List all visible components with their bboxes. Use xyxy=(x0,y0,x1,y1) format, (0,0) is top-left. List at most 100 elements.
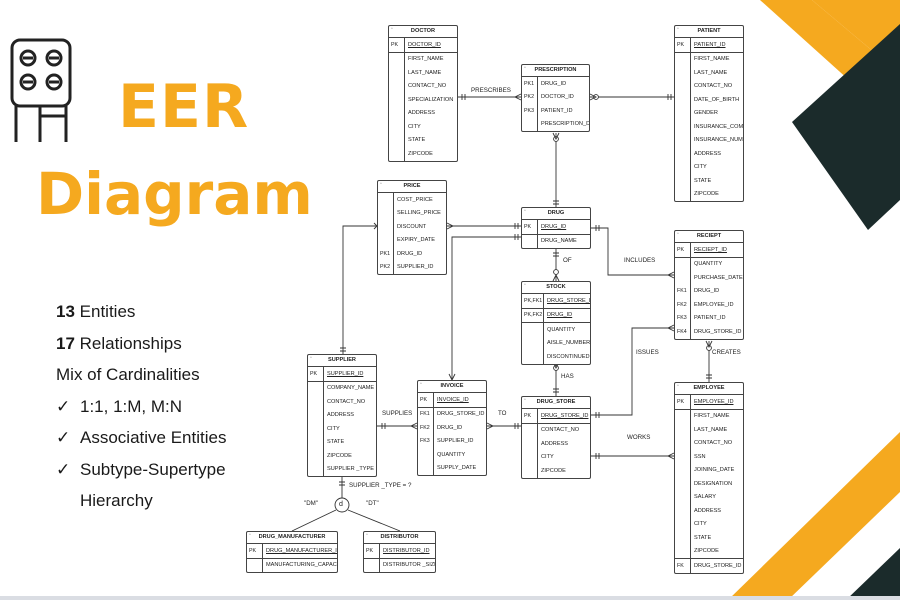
title-line-eer: EER xyxy=(118,72,250,142)
attribute-name: CITY xyxy=(690,517,743,531)
attribute-name: DESIGNATION xyxy=(690,477,743,491)
entity-marker-icon: ▫ xyxy=(524,282,526,288)
attribute-name: DRUG_ID xyxy=(543,308,590,322)
entity-marker-icon: ▫ xyxy=(677,383,679,389)
entity-attribute-row: QUANTITY xyxy=(418,448,486,462)
attribute-name: DRUG_ID xyxy=(537,220,590,234)
entity-attribute-row: CITY xyxy=(675,160,743,174)
rel-of: OF xyxy=(563,257,572,264)
attribute-key: FK4 xyxy=(677,328,687,335)
entity-title: DOCTOR xyxy=(389,26,457,38)
attribute-key: PK,FK1 xyxy=(524,297,543,304)
attribute-name: ZIPCODE xyxy=(690,544,743,558)
entity-attribute-row: ADDRESS xyxy=(675,147,743,161)
attribute-name: CONTACT_NO xyxy=(404,79,457,93)
attribute-name: DRUG_STORE_ID xyxy=(543,294,590,308)
title-line-diagram: Diagram xyxy=(36,160,313,228)
attribute-key: FK3 xyxy=(420,438,430,445)
attribute-name: FIRST_NAME xyxy=(690,409,743,423)
check-item-associative: ✓Associative Entities xyxy=(56,422,226,454)
rel-prescribes: PRESCRIBES xyxy=(471,87,511,94)
summary-list: 13 Entities 17 Relationships Mix of Card… xyxy=(56,296,226,517)
entity-attribute-row: SELLING_PRICE xyxy=(378,206,446,220)
entity-attribute-row: DISTRIBUTOR _SIZE xyxy=(364,558,435,572)
attribute-key: PK xyxy=(677,246,685,253)
attribute-name: ADDRESS xyxy=(690,504,743,518)
attribute-name: PATIENT_ID xyxy=(690,311,743,325)
attribute-name: PRESCRIPTION_DATE xyxy=(537,117,589,131)
attribute-name: FIRST_NAME xyxy=(690,52,743,66)
disjoint-label: d xyxy=(339,501,343,508)
attribute-name: DISCOUNT xyxy=(393,220,446,234)
entity-attribute-row: DISCOUNT xyxy=(378,220,446,234)
attribute-name: ADDRESS xyxy=(690,147,743,161)
check-icon: ✓ xyxy=(56,459,71,479)
rel-supplies: SUPPLIES xyxy=(382,410,413,417)
entity-attribute-row: STATE xyxy=(308,435,376,449)
attribute-name: QUANTITY xyxy=(690,257,743,271)
entity-attribute-row: CONTACT_NO xyxy=(522,423,590,437)
entity-attribute-row: AISLE_NUMBER xyxy=(522,336,590,350)
entity-attribute-row: STATE xyxy=(389,133,457,147)
entity-title: PATIENT xyxy=(675,26,743,38)
entity-title: SUPPLIER xyxy=(308,355,376,367)
entity-attribute-row: STATE xyxy=(675,174,743,188)
entity-attribute-row: FIRST_NAME xyxy=(675,52,743,66)
entity-attribute-row: INSURANCE_COMPANY xyxy=(675,120,743,134)
rel-to: TO xyxy=(498,410,507,417)
accent-band-bottom-right xyxy=(728,432,900,600)
attribute-name: ADDRESS xyxy=(323,408,376,422)
attribute-name: SALARY xyxy=(690,490,743,504)
entity-attribute-row: DRUG_NAME xyxy=(522,234,590,248)
attribute-name: STATE xyxy=(690,531,743,545)
rel-includes: INCLUDES xyxy=(624,257,656,264)
entity-attribute-row: EXPIRY_DATE xyxy=(378,233,446,247)
line-includes xyxy=(591,227,674,276)
disjoint-circle xyxy=(334,497,350,513)
entity-title: STOCK xyxy=(522,282,590,294)
attribute-key: FK1 xyxy=(420,411,430,418)
attribute-key: PK,FK2 xyxy=(524,312,543,319)
attribute-name: PATIENT_ID xyxy=(690,38,743,52)
entity-attribute-group: DRUG_NAME xyxy=(522,234,590,248)
attribute-name: QUANTITY xyxy=(543,323,590,337)
attribute-key: FK2 xyxy=(420,424,430,431)
entity-attribute-row: CITY xyxy=(389,120,457,134)
attribute-name: STATE xyxy=(404,133,457,147)
check-text: Subtype-Supertype xyxy=(80,459,226,479)
entity-attribute-row: CONTACT_NO xyxy=(675,436,743,450)
entity-attribute-row: ZIPCODE xyxy=(675,544,743,558)
check-item-subtype: ✓ Subtype-Supertype xyxy=(56,454,226,486)
attribute-name: DISCONTINUED? xyxy=(543,350,590,364)
attribute-key: PK1 xyxy=(380,250,391,257)
attribute-name: SELLING_PRICE xyxy=(393,206,446,220)
bottom-divider xyxy=(0,596,900,600)
line-price-supplier xyxy=(342,225,377,354)
entity-title: RECIEPT xyxy=(675,231,743,243)
entity-attribute-row: LAST_NAME xyxy=(389,66,457,80)
attribute-key: PK xyxy=(524,412,532,419)
entity-marker-icon: ▫ xyxy=(366,532,368,538)
subtype-label-dm: "DM" xyxy=(304,500,319,507)
attribute-name: DISTRIBUTOR _SIZE xyxy=(379,558,435,572)
